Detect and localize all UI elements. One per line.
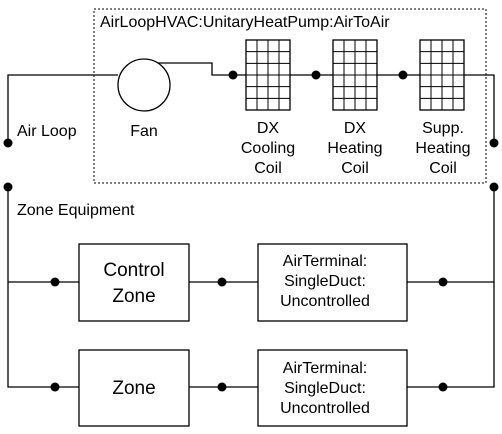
node-dot <box>3 138 13 148</box>
node-dot <box>438 277 448 287</box>
unitary-system-boundary <box>93 8 487 184</box>
air-terminal-line2: SingleDuct: <box>284 273 366 290</box>
dx-cooling-coil-line2: Cooling <box>241 140 295 157</box>
supp-heating-coil-line1: Supp. <box>422 120 464 137</box>
coils <box>245 39 465 111</box>
supp-heating-coil-label: Supp. Heating Coil <box>415 120 470 177</box>
air-loop-left-duct <box>7 74 118 143</box>
node-dot <box>489 138 499 148</box>
air-terminal-line2: SingleDuct: <box>284 380 366 397</box>
air-terminal-box <box>257 243 408 322</box>
supp-heating-coil-icon <box>419 39 465 111</box>
air-terminal-line3: Uncontrolled <box>280 293 370 310</box>
control-zone-box <box>78 243 190 322</box>
control-zone-label-line1: Control <box>103 260 164 281</box>
air-terminal-line1: AirTerminal: <box>283 360 367 377</box>
dx-heating-coil-line2: Heating <box>327 140 382 157</box>
node-dot <box>50 382 60 392</box>
zone-equipment: Zone Equipment Control Zone AirTerminal:… <box>3 182 499 427</box>
node-dot <box>217 277 227 287</box>
zone-box <box>78 349 190 427</box>
supply-header <box>7 187 52 388</box>
dx-cooling-coil-icon <box>245 39 291 111</box>
fan-icon <box>117 58 171 112</box>
node-dot <box>398 70 408 80</box>
air-loop-label: Air Loop <box>17 123 77 140</box>
zone-label: Zone <box>112 378 155 399</box>
node-dot <box>217 382 227 392</box>
node-dot <box>489 182 499 192</box>
node-dot <box>228 70 238 80</box>
air-terminal-box <box>257 349 408 427</box>
supp-heating-coil-line3: Coil <box>429 160 457 177</box>
dx-heating-coil-icon <box>332 39 378 111</box>
dx-cooling-coil-line3: Coil <box>254 160 282 177</box>
air-loop-right-duct <box>464 74 495 143</box>
air-loop: AirLoopHVAC:UnitaryHeatPump:AirToAir Fan… <box>3 8 499 184</box>
return-header <box>444 187 495 388</box>
node-dot <box>50 277 60 287</box>
supp-heating-coil-line2: Heating <box>415 140 470 157</box>
air-terminal-line3: Uncontrolled <box>280 400 370 417</box>
zone-branch: Zone AirTerminal: SingleDuct: Uncontroll… <box>50 349 448 427</box>
node-dot <box>438 382 448 392</box>
node-dot <box>3 182 13 192</box>
zone-branch: Control Zone AirTerminal: SingleDuct: Un… <box>8 243 494 322</box>
dx-heating-coil-label: DX Heating Coil <box>327 120 382 177</box>
dx-heating-coil-line3: Coil <box>341 160 369 177</box>
fan-label: Fan <box>130 123 158 140</box>
air-terminal-line1: AirTerminal: <box>283 253 367 270</box>
zone-equipment-label: Zone Equipment <box>17 202 135 219</box>
control-zone-label-line2: Zone <box>112 286 155 307</box>
node-dot <box>311 70 321 80</box>
dx-cooling-coil-line1: DX <box>257 120 280 137</box>
dx-cooling-coil-label: DX Cooling Coil <box>241 120 295 177</box>
unitary-system-label: AirLoopHVAC:UnitaryHeatPump:AirToAir <box>100 14 390 31</box>
dx-heating-coil-line1: DX <box>344 120 367 137</box>
